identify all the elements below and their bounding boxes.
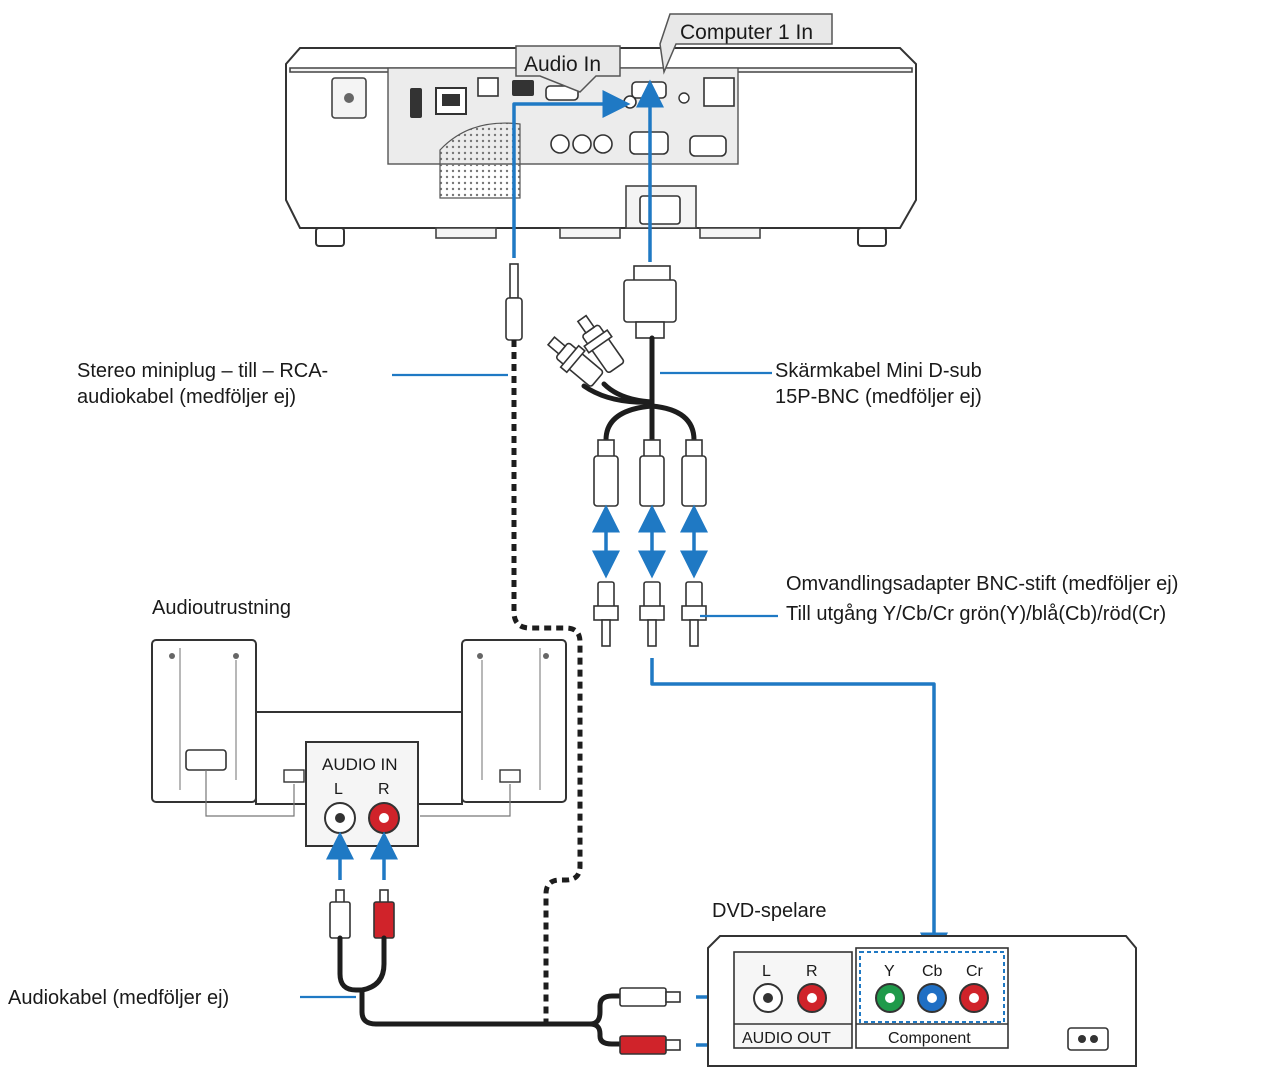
- computer-in-callout: Computer 1 In: [659, 13, 833, 75]
- audio-cable-white: [359, 987, 625, 1027]
- stereo-miniplug: [505, 263, 523, 341]
- vga-connector: [623, 265, 677, 339]
- computer-in-label: Computer 1 In: [680, 21, 813, 44]
- dvd-y-jack: [875, 983, 905, 1013]
- bnc-plug-cb: [639, 439, 665, 507]
- audio-cable-split: [337, 935, 387, 993]
- monitor-cable-label-2: 15P-BNC (medföljer ej): [775, 386, 982, 408]
- audio-in-left-jack: [324, 802, 356, 834]
- rca-plug-red: [373, 889, 395, 939]
- bnc-plug-y: [593, 439, 619, 507]
- audio-in-panel-label: AUDIO IN: [322, 755, 398, 774]
- dvd-right-label: R: [806, 963, 818, 980]
- bnc-adapter-cr: [681, 581, 707, 647]
- dvd-left-label: L: [762, 963, 771, 980]
- monitor-cable-label-1: Skärmkabel Mini D-sub: [775, 360, 982, 382]
- bnc-adapter-label-1: Omvandlingsadapter BNC-stift (medföljer …: [786, 573, 1178, 595]
- stereo-miniplug-label-2: audiokabel (medföljer ej): [77, 386, 296, 408]
- projector: [285, 47, 917, 247]
- audio-cable-red: [587, 1021, 625, 1047]
- audio-equipment-title: Audioutrustning: [152, 597, 291, 619]
- audio-in-callout: Audio In: [515, 45, 621, 93]
- rca-plug-white-dvd: [619, 987, 681, 1007]
- dvd-audio-out-label: AUDIO OUT: [742, 1030, 831, 1047]
- bnc-plug-loose-1: [576, 314, 625, 374]
- stereo-miniplug-label-1: Stereo miniplug – till – RCA-: [77, 360, 328, 382]
- component-connection-arrow: [650, 658, 948, 961]
- audio-in-label: Audio In: [524, 53, 601, 76]
- bnc-adapter-y: [593, 581, 619, 647]
- dvd-cb-jack: [917, 983, 947, 1013]
- dvd-player-title: DVD-spelare: [712, 900, 826, 922]
- audio-in-left-label: L: [334, 781, 343, 798]
- dvd-cb-label: Cb: [922, 963, 943, 980]
- bnc-adapter-label-2: Till utgång Y/Cb/Cr grön(Y)/blå(Cb)/röd(…: [786, 603, 1166, 625]
- audio-in-right-jack: [368, 802, 400, 834]
- bnc-plug-cr: [681, 439, 707, 507]
- dvd-audio-right-jack: [797, 983, 827, 1013]
- rca-plug-white: [329, 889, 351, 939]
- audio-cable-label: Audiokabel (medföljer ej): [8, 987, 229, 1009]
- dvd-y-label: Y: [884, 963, 895, 980]
- audio-in-connection-arrow: [512, 90, 631, 258]
- bnc-plug-loose-2: [546, 336, 604, 387]
- dvd-component-label: Component: [888, 1030, 971, 1047]
- rca-plug-red-dvd: [619, 1035, 681, 1055]
- audio-equipment: [151, 639, 567, 847]
- dvd-audio-left-jack: [753, 983, 783, 1013]
- dvd-cr-label: Cr: [966, 963, 984, 980]
- bnc-adapter-cb: [639, 581, 665, 647]
- dvd-cr-jack: [959, 983, 989, 1013]
- audio-in-right-label: R: [378, 781, 390, 798]
- stereo-miniplug-cable: [511, 340, 583, 1022]
